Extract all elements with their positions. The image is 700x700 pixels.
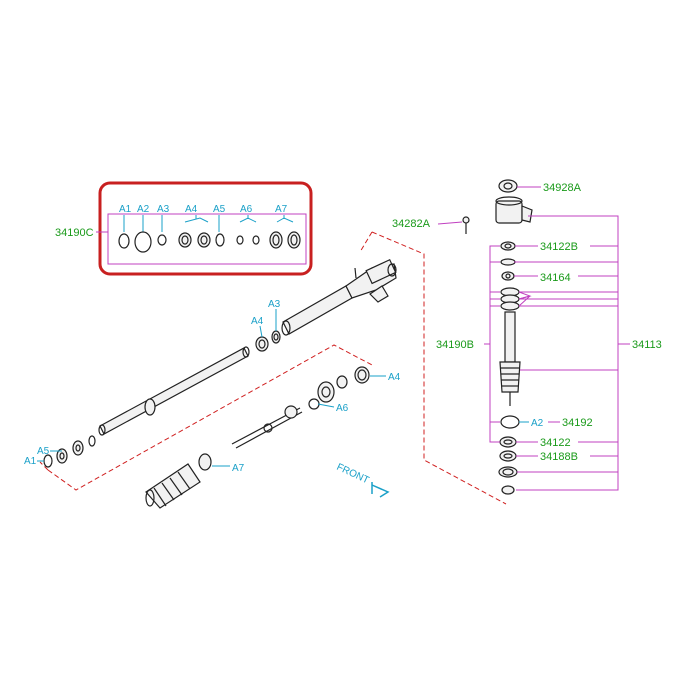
callout-a3-upper: A3 (268, 299, 281, 310)
dashed-reference-left (47, 344, 375, 491)
kit-label-a4: A4 (185, 204, 198, 215)
callout-a4-right: A4 (388, 372, 401, 383)
front-indicator: FRONT (335, 462, 390, 498)
label-34122: 34122 (540, 437, 571, 449)
rack-bar (98, 346, 250, 436)
seal-kit-leader-frame (107, 213, 307, 265)
bracket-34113 (514, 215, 630, 491)
callout-a6: A6 (336, 403, 349, 414)
label-34122B: 34122B (540, 241, 578, 253)
label-34192: 34192 (562, 417, 593, 429)
label-34188B: 34188B (540, 451, 578, 463)
steering-boot (145, 453, 212, 509)
pinion-assembly (462, 179, 533, 495)
label-34928A: 34928A (543, 182, 582, 194)
dashed-reference-right (371, 231, 507, 505)
rack-rings-lower (43, 435, 96, 468)
callout-a5-lower: A5 (37, 446, 50, 457)
kit-label-a5: A5 (213, 204, 226, 215)
callout-a1-lower: A1 (24, 456, 37, 467)
seal-kit-highlight-box (98, 181, 313, 276)
label-34113: 34113 (632, 339, 662, 351)
kit-label-a3: A3 (157, 204, 170, 215)
label-34282A: 34282A (392, 218, 431, 230)
kit-label-a2: A2 (137, 204, 150, 215)
rack-rings-upper (255, 330, 281, 352)
kit-label-a6: A6 (240, 204, 253, 215)
kit-label-a1: A1 (119, 204, 132, 215)
front-label: FRONT (335, 462, 371, 487)
label-a2-pinion: A2 (531, 418, 544, 429)
label-34190B: 34190B (436, 339, 474, 351)
label-34164: 34164 (540, 272, 571, 284)
bracket-34190B (484, 245, 500, 443)
kit-parts (118, 231, 301, 253)
label-34190C: 34190C (55, 227, 94, 239)
rack-housing (281, 258, 397, 336)
callout-a7: A7 (232, 463, 245, 474)
callout-a4-upper: A4 (251, 316, 264, 327)
kit-label-a7: A7 (275, 204, 288, 215)
tie-rod (231, 366, 370, 449)
